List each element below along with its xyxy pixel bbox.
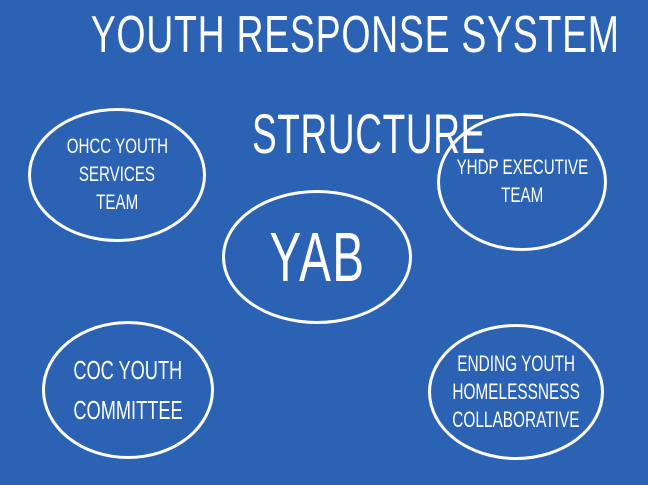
node-yab: YAB xyxy=(222,190,412,324)
node-coc-youth-committee: COC YOUTH COMMITTEE xyxy=(42,321,214,459)
slide-title-line-2: STRUCTURE xyxy=(252,102,486,165)
node-eyhc-line-2: HOMELESSNESS xyxy=(452,379,580,404)
node-yab-label: YAB xyxy=(269,218,365,296)
node-coc-line-2: COMMITTEE xyxy=(73,395,183,425)
node-yhdp-line-2: TEAM xyxy=(500,184,544,207)
node-ohcc-line-1: OHCC YOUTH xyxy=(66,135,168,158)
node-ohcc-line-3: TEAM xyxy=(95,191,139,214)
node-ohcc-youth-services-team: OHCC YOUTH SERVICES TEAM xyxy=(28,108,206,242)
node-yhdp-line-1: YHDP EXECUTIVE xyxy=(456,156,588,179)
node-eyhc-line-1: ENDING YOUTH xyxy=(457,351,575,376)
node-ending-youth-homelessness-collaborative: ENDING YOUTH HOMELESSNESS COLLABORATIVE xyxy=(428,324,604,460)
node-ohcc-line-2: SERVICES xyxy=(78,163,156,186)
node-eyhc-line-3: COLLABORATIVE xyxy=(452,407,580,432)
node-yhdp-executive-team: YHDP EXECUTIVE TEAM xyxy=(437,113,607,251)
node-coc-line-1: COC YOUTH xyxy=(73,355,183,385)
slide-title-line-1: YOUTH RESPONSE SYSTEM xyxy=(90,6,620,64)
